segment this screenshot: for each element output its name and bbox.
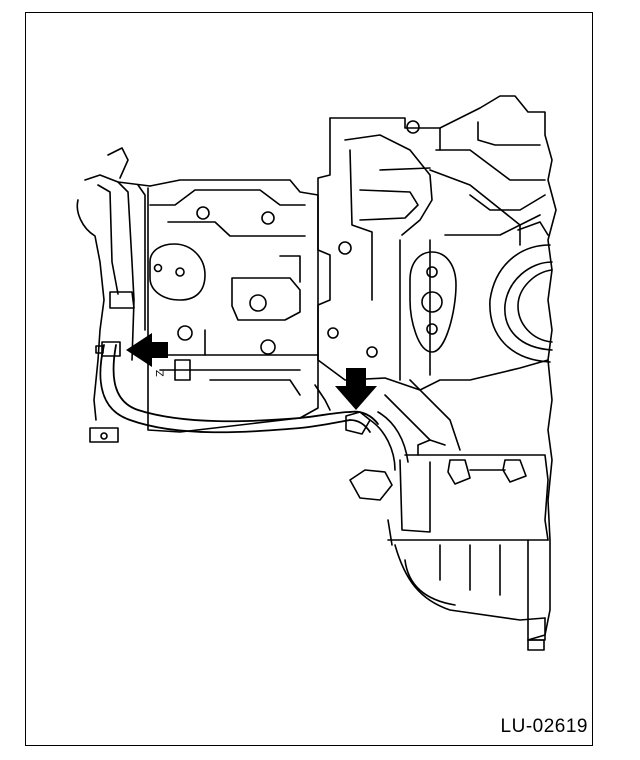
timing-cover [76,147,151,443]
figure-id-label: LU-02619 [500,716,588,737]
arrow-left-icon [126,333,168,367]
cylinder-head [147,179,331,433]
arrow-down-icon [335,368,377,410]
figure-frame [25,12,593,746]
oil-pan [349,379,549,651]
left-connector: Z [95,341,165,377]
right-connector [345,411,409,471]
harness-hose [99,344,379,434]
callout-z-label: Z [153,370,165,377]
